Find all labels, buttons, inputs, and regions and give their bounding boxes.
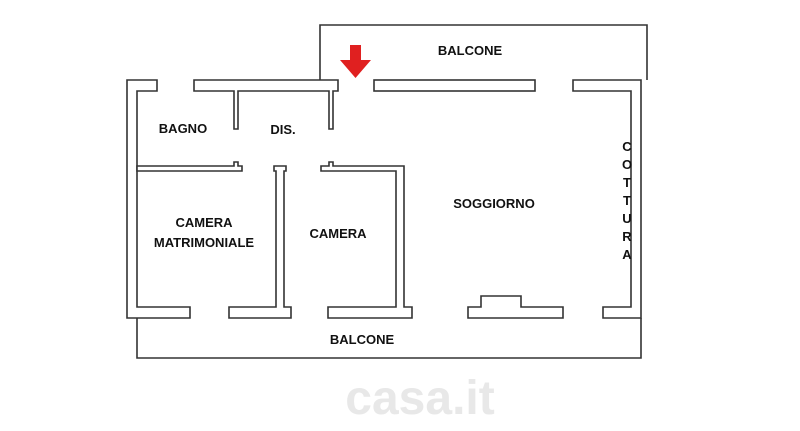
watermark: casa.it xyxy=(345,372,494,425)
label-cottura-a: A xyxy=(622,247,632,262)
wall-left xyxy=(126,79,191,319)
balcony-bottom-outline xyxy=(136,318,642,359)
wall-bagno xyxy=(136,161,243,172)
label-soggiorno: SOGGIORNO xyxy=(453,196,535,211)
wall-top-soggiorno xyxy=(373,79,536,92)
label-cottura-o: O xyxy=(622,157,632,172)
balcony-top-outline xyxy=(319,24,648,80)
entrance-arrow-icon xyxy=(340,45,371,78)
label-cottura-c: C xyxy=(622,139,632,154)
label-camera-matrimoniale-1: CAMERA xyxy=(175,215,233,230)
wall-camera xyxy=(320,161,413,319)
label-dis: DIS. xyxy=(270,122,295,137)
label-cottura-t1: T xyxy=(623,175,631,190)
wall-bottom-soggiorno xyxy=(467,295,564,319)
label-cottura-u: U xyxy=(622,211,631,226)
wall-top-dis xyxy=(193,79,339,130)
wall-right xyxy=(572,79,642,319)
label-balcone-bottom: BALCONE xyxy=(330,332,395,347)
wall-camera-divider xyxy=(228,165,292,319)
label-cottura-r: R xyxy=(622,229,632,244)
label-camera: CAMERA xyxy=(309,226,367,241)
label-cottura-t2: T xyxy=(623,193,631,208)
label-camera-matrimoniale-2: MATRIMONIALE xyxy=(154,235,254,250)
label-bagno: BAGNO xyxy=(159,121,207,136)
label-balcone-top: BALCONE xyxy=(438,43,503,58)
